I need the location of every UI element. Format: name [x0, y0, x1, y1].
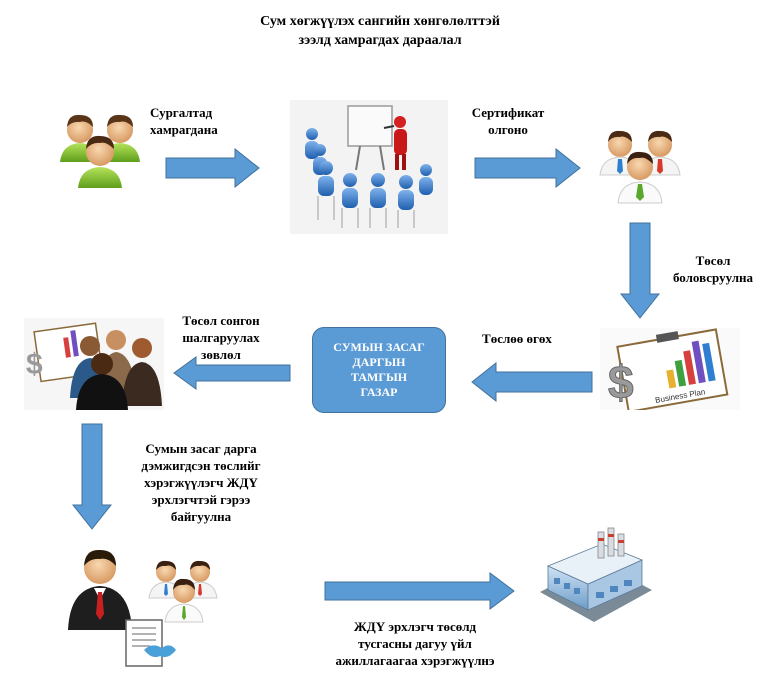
arrow-down-2: [72, 423, 112, 530]
soum-governor-office-box: СУМЫН ЗАСАГ ДАРГЫН ТАМГЫН ГАЗАР: [312, 327, 446, 413]
certified-people-icon: [599, 130, 681, 204]
svg-text:$: $: [608, 356, 634, 408]
arrow-right-1: [165, 148, 260, 188]
people-group-icon: [60, 114, 140, 188]
arrow-right-3: [324, 572, 515, 610]
diagram-title: Сум хөгжүүлэх сангийн хөнгөлөлттэй зээлд…: [260, 14, 500, 48]
label-training: Сургалтад хамрагдана: [150, 105, 218, 137]
label-governor-contract: Сумын засаг дарга дэмжигдсэн төслийг хэр…: [141, 441, 261, 524]
label-implement: ЖДҮ эрхлэгч төсөлд тусгасны дагуу үйл аж…: [335, 619, 495, 668]
business-plan-icon: Business Plan $: [600, 328, 740, 410]
label-certificate: Сертификат олгоно: [471, 105, 545, 137]
council-icon: $: [24, 318, 164, 410]
label-submit-project: Төслөө өгөх: [482, 331, 552, 346]
arrow-right-2: [474, 148, 581, 188]
factory-icon: [540, 527, 652, 622]
arrow-left-1: [471, 362, 593, 402]
training-presentation-icon: [290, 100, 448, 234]
arrow-down-1: [620, 222, 660, 319]
label-develop-project: Төсөл боловсруулна: [672, 253, 754, 285]
arrow-left-2: [173, 356, 291, 390]
label-selection-council: Төсөл сонгон шалгаруулах зөвлөл: [182, 313, 260, 362]
governor-contract-icon: [68, 549, 218, 667]
svg-text:$: $: [26, 348, 43, 381]
